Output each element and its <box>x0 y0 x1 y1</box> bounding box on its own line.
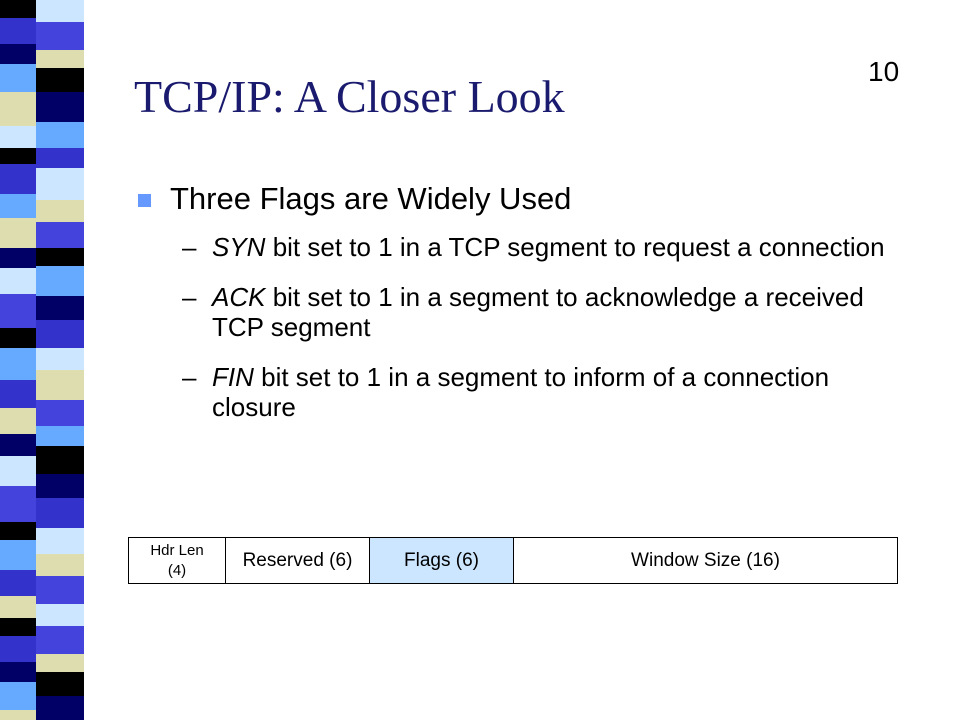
stripe-segment <box>0 636 36 662</box>
slide-title: TCP/IP: A Closer Look <box>134 71 565 122</box>
slide-content: Three Flags are Widely Used –SYN bit set… <box>134 180 894 442</box>
stripe-segment <box>36 22 84 50</box>
stripe-segment <box>0 148 36 164</box>
stripe-segment <box>36 320 84 348</box>
stripe-segment <box>0 294 36 328</box>
stripe-segment <box>36 474 84 498</box>
stripe-segment <box>0 596 36 618</box>
stripe-segment <box>0 380 36 408</box>
stripe-segment <box>0 408 36 434</box>
field-window-size: Window Size (16) <box>513 537 898 584</box>
stripe-segment <box>36 400 84 426</box>
stripe-segment <box>36 528 84 554</box>
stripe-segment <box>36 426 84 446</box>
stripe-segment <box>0 540 36 570</box>
stripe-segment <box>0 662 36 682</box>
flag-term: FIN <box>212 362 254 392</box>
stripe-segment <box>0 194 36 218</box>
stripe-segment <box>0 570 36 596</box>
dash-icon: – <box>182 362 197 392</box>
stripe-segment <box>36 168 84 200</box>
sub-bullet-syn: –SYN bit set to 1 in a TCP segment to re… <box>134 232 894 262</box>
stripe-pattern <box>0 0 108 720</box>
dash-icon: – <box>182 282 197 312</box>
stripe-segment <box>0 522 36 540</box>
stripe-segment <box>0 328 36 348</box>
stripe-segment <box>36 148 84 168</box>
field-flags: Flags (6) <box>369 537 514 584</box>
stripe-segment <box>0 44 36 64</box>
dash-icon: – <box>182 232 197 262</box>
stripe-segment <box>36 248 84 266</box>
stripe-segment <box>36 200 84 222</box>
stripe-segment <box>0 348 36 380</box>
stripe-segment <box>36 370 84 400</box>
flag-description: bit set to 1 in a segment to acknowledge… <box>212 282 864 342</box>
stripe-segment <box>36 672 84 696</box>
sub-bullet-ack: –ACK bit set to 1 in a segment to acknow… <box>134 282 894 342</box>
stripe-segment <box>0 18 36 44</box>
field-reserved: Reserved (6) <box>225 537 370 584</box>
decorative-stripe-bar <box>0 0 108 720</box>
stripe-segment <box>36 446 84 474</box>
stripe-segment <box>36 604 84 626</box>
tcp-segment-diagram: Hdr Len (4) Reserved (6) Flags (6) Windo… <box>128 537 898 584</box>
field-label: Hdr Len <box>150 541 204 559</box>
stripe-segment <box>0 682 36 710</box>
stripe-segment <box>36 296 84 320</box>
stripe-segment <box>0 218 36 248</box>
stripe-segment <box>0 92 36 126</box>
stripe-segment <box>0 710 36 720</box>
stripe-segment <box>36 498 84 528</box>
sub-bullet-fin: –FIN bit set to 1 in a segment to inform… <box>134 362 894 422</box>
stripe-segment <box>36 222 84 248</box>
stripe-segment <box>36 626 84 654</box>
stripe-segment <box>0 126 36 148</box>
flag-term: ACK <box>212 282 266 312</box>
stripe-segment <box>36 0 84 22</box>
bullet-item: Three Flags are Widely Used <box>134 180 894 218</box>
bullet-text: Three Flags are Widely Used <box>170 181 572 216</box>
stripe-segment <box>36 122 84 148</box>
sub-bullet-list: –SYN bit set to 1 in a TCP segment to re… <box>134 232 894 422</box>
stripe-segment <box>36 654 84 672</box>
slide-number: 10 <box>868 56 900 87</box>
stripe-segment <box>36 554 84 576</box>
stripe-segment <box>0 268 36 294</box>
square-bullet-icon <box>138 194 151 207</box>
field-bits: (4) <box>167 561 187 579</box>
stripe-segment <box>0 618 36 636</box>
stripe-segment <box>36 266 84 296</box>
flag-description: bit set to 1 in a TCP segment to request… <box>265 232 885 262</box>
stripe-segment <box>36 50 84 68</box>
stripe-segment <box>36 576 84 604</box>
flag-description: bit set to 1 in a segment to inform of a… <box>212 362 830 422</box>
stripe-segment <box>36 68 84 92</box>
stripe-segment <box>0 0 36 18</box>
stripe-segment <box>0 486 36 522</box>
stripe-edge <box>84 0 108 720</box>
field-hdr-len: Hdr Len (4) <box>128 537 226 584</box>
stripe-segment <box>0 434 36 456</box>
stripe-segment <box>0 248 36 268</box>
stripe-segment <box>36 348 84 370</box>
segment-row: Hdr Len (4) Reserved (6) Flags (6) Windo… <box>128 537 898 584</box>
stripe-segment <box>36 696 84 720</box>
stripe-segment <box>0 456 36 486</box>
stripe-segment <box>36 92 84 122</box>
stripe-segment <box>0 164 36 194</box>
stripe-segment <box>0 64 36 92</box>
flag-term: SYN <box>212 232 266 262</box>
